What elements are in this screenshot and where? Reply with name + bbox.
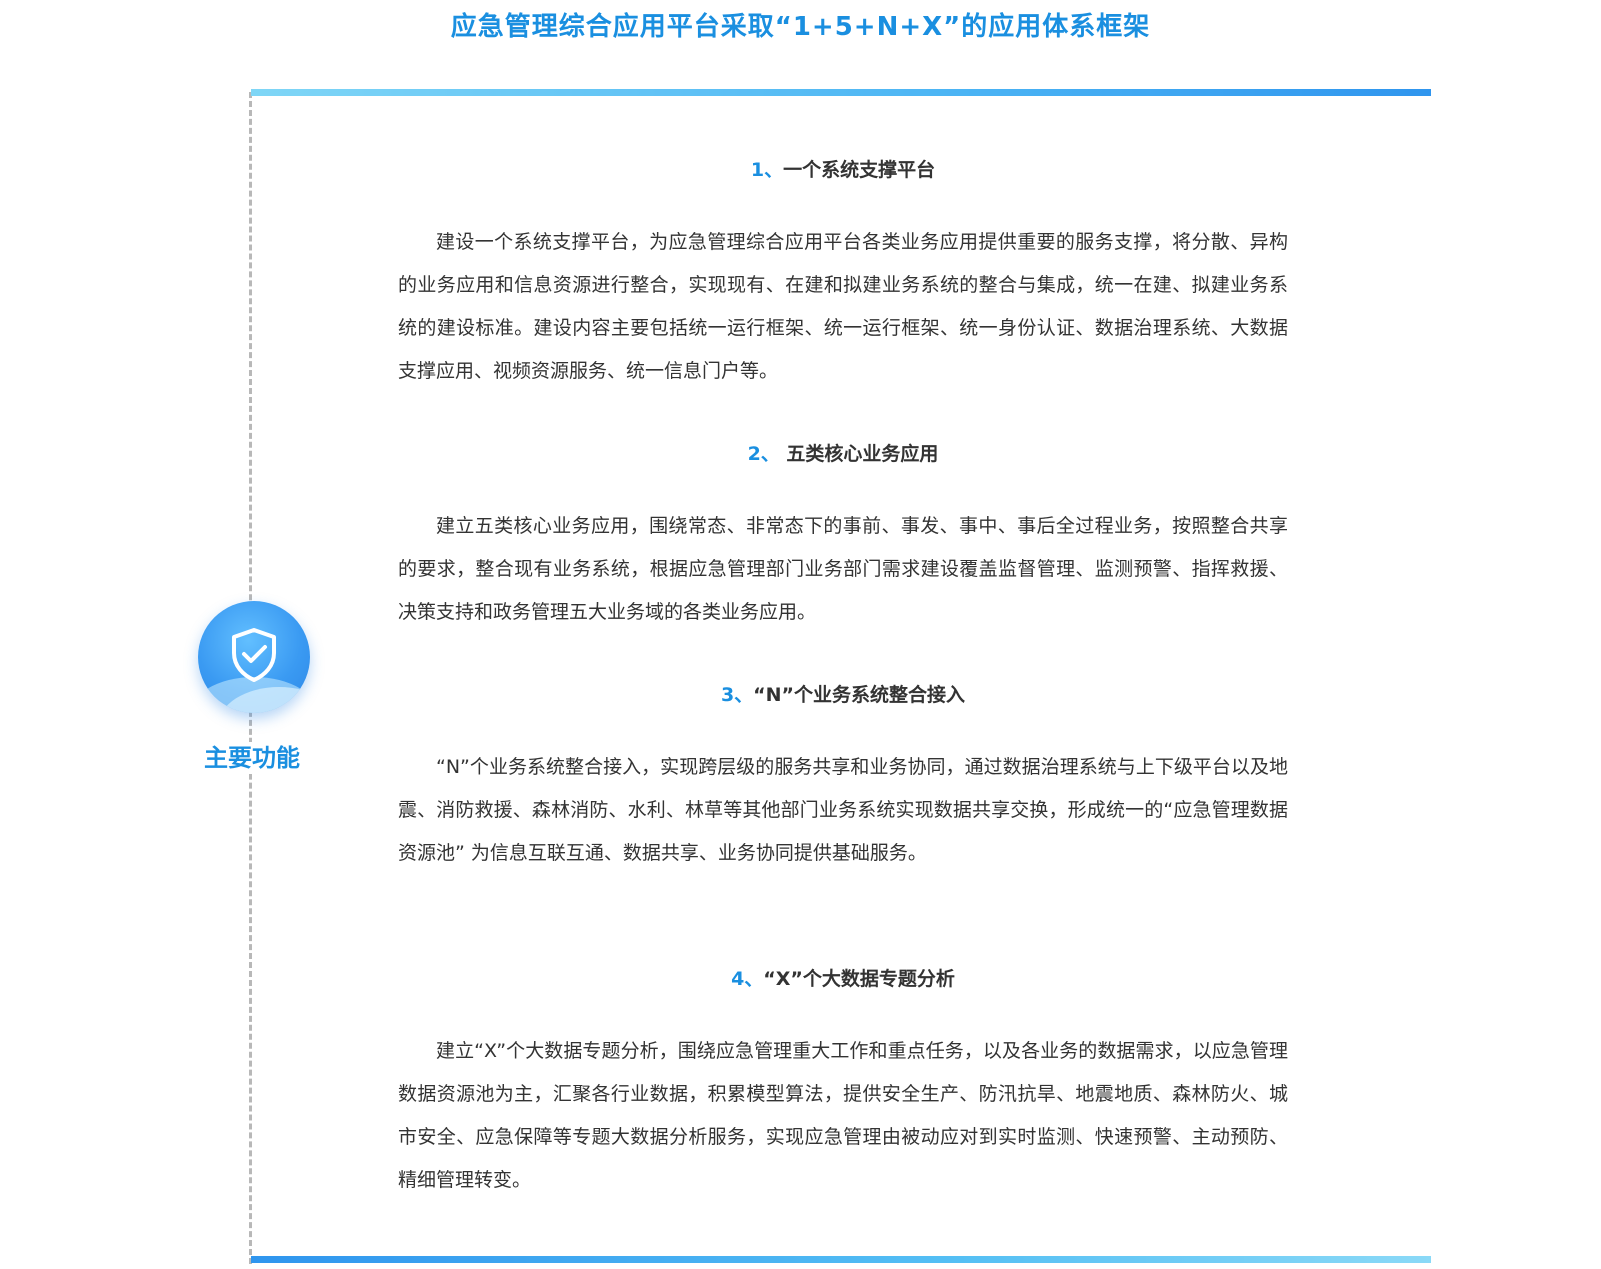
section-label: 主要功能 xyxy=(192,742,312,774)
feature-section: 1、一个系统支撑平台 建设一个系统支撑平台，为应急管理综合应用平台各类业务应用提… xyxy=(398,157,1288,393)
feature-section: 2、 五类核心业务应用 建立五类核心业务应用，围绕常态、非常态下的事前、事发、事… xyxy=(398,441,1288,634)
section-number: 2、 xyxy=(747,443,780,465)
section-heading-text: “N”个业务系统整合接入 xyxy=(753,684,966,706)
section-body: “N”个业务系统整合接入，实现跨层级的服务共享和业务协同，通过数据治理系统与上下… xyxy=(398,756,1288,864)
feature-section: 3、“N”个业务系统整合接入 “N”个业务系统整合接入，实现跨层级的服务共享和业… xyxy=(398,682,1288,875)
section-body: 建设一个系统支撑平台，为应急管理综合应用平台各类业务应用提供重要的服务支撑，将分… xyxy=(398,231,1288,382)
page-title: 应急管理综合应用平台采取“1+5+N+X”的应用体系框架 xyxy=(450,12,1151,42)
section-body: 建立五类核心业务应用，围绕常态、非常态下的事前、事发、事中、事后全过程业务，按照… xyxy=(398,515,1288,623)
shield-badge xyxy=(198,601,310,713)
section-heading: 2、 五类核心业务应用 xyxy=(398,441,1288,467)
section-heading-text: “X”个大数据专题分析 xyxy=(763,968,955,990)
section-heading-text: 五类核心业务应用 xyxy=(779,443,939,465)
section-number: 1、 xyxy=(750,159,784,181)
section-heading: 1、一个系统支撑平台 xyxy=(398,157,1288,183)
feature-section: 4、“X”个大数据专题分析 建立“X”个大数据专题分析，围绕应急管理重大工作和重… xyxy=(398,966,1288,1202)
section-heading: 3、“N”个业务系统整合接入 xyxy=(398,682,1288,708)
top-divider xyxy=(251,89,1431,96)
section-number: 4、 xyxy=(731,968,764,990)
bottom-divider xyxy=(251,1256,1431,1263)
section-body: 建立“X”个大数据专题分析，围绕应急管理重大工作和重点任务，以及各业务的数据需求… xyxy=(398,1040,1288,1191)
section-heading-text: 一个系统支撑平台 xyxy=(783,159,936,181)
section-number: 3、 xyxy=(720,684,754,706)
section-heading: 4、“X”个大数据专题分析 xyxy=(398,966,1288,992)
